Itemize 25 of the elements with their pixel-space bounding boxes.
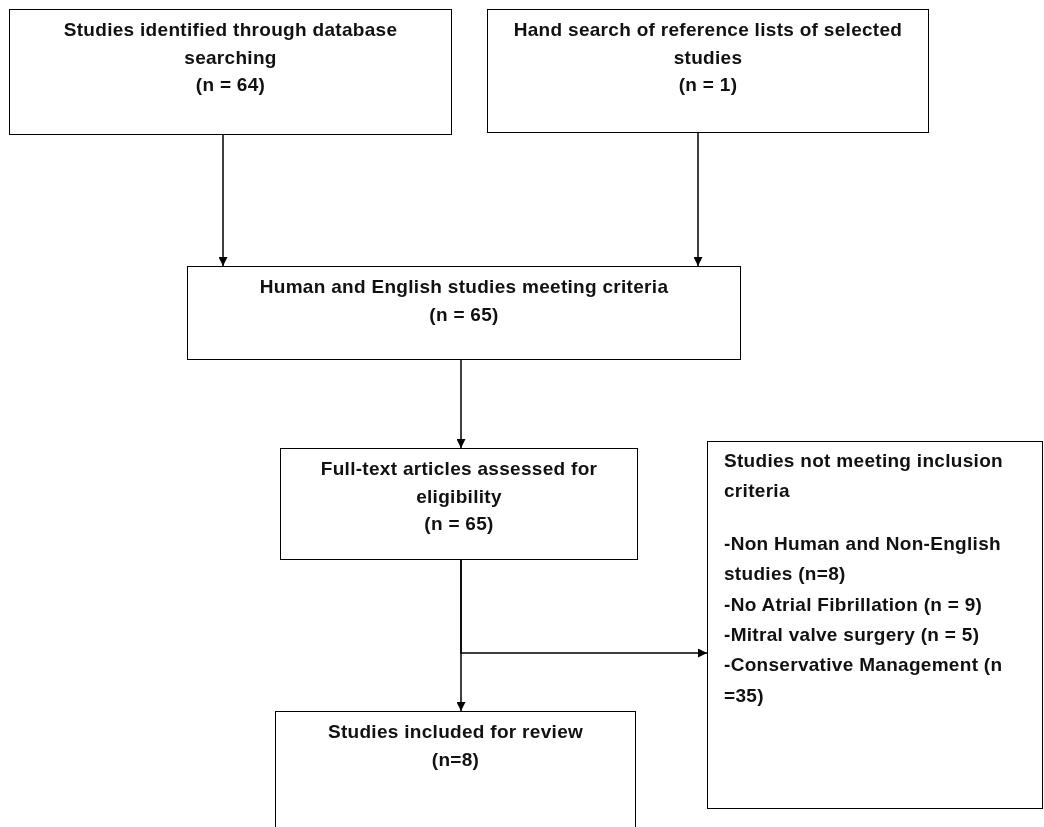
box-text: (n = 1) xyxy=(678,73,738,98)
box-text: Studies identified through database searching xyxy=(62,18,399,70)
box-text: (n = 65) xyxy=(424,512,494,537)
box-text: (n=8) xyxy=(431,747,480,772)
process-box xyxy=(187,266,741,360)
criterion-text: -Non Human and Non-English studies (n=8) xyxy=(724,531,1002,587)
criterion-text: -Conservative Management (n =35) xyxy=(724,653,1004,708)
process-box xyxy=(280,448,638,560)
arrow xyxy=(460,559,708,658)
process-box xyxy=(707,441,1043,809)
box-text: (n = 65) xyxy=(429,302,499,327)
box-text: Full-text articles assessed for eligibility xyxy=(319,457,599,509)
box-text: Studies included for review xyxy=(327,720,584,744)
box-text: Hand search of reference lists of selected studies xyxy=(512,18,904,70)
arrow xyxy=(456,359,466,449)
criterion-text: -No Atrial Fibrillation (n = 9) xyxy=(724,592,983,617)
criterion-text: -Mitral valve surgery (n = 5) xyxy=(724,622,980,647)
box-heading: Studies not meeting inclusion criteria xyxy=(724,449,1004,504)
box-text: (n = 64) xyxy=(195,73,266,98)
arrow xyxy=(218,134,228,267)
arrow xyxy=(693,132,703,267)
process-box xyxy=(487,9,929,133)
process-box xyxy=(9,9,452,135)
process-box xyxy=(275,711,636,827)
box-text: Human and English studies meeting criteria xyxy=(259,275,669,299)
